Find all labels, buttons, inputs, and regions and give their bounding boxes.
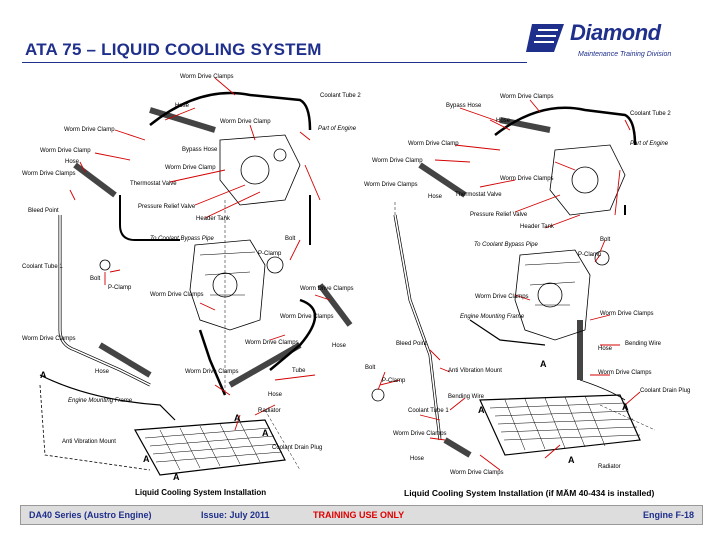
left-callout-labels: Worm Drive Clamps Hose Coolant Tube 2 Wo… [22, 74, 361, 451]
section-marker-a: A [478, 405, 485, 415]
callout-label: Worm Drive Clamp [64, 127, 115, 133]
right-callout-arrows [377, 99, 641, 471]
callout-label: Engine Mounting Frame [460, 314, 525, 320]
callout-label: Worm Drive Clamps [22, 336, 76, 342]
diamond-logo: Diamond Maintenance Training Division [522, 20, 702, 70]
callout-label: Worm Drive Clamps [245, 340, 299, 346]
callout-label: Coolant Tube 1 [408, 408, 449, 414]
right-figure-caption: Liquid Cooling System Installation (if M… [404, 488, 655, 498]
callout-label: Hose [410, 456, 425, 462]
callout-label: P-Clamp [258, 251, 282, 257]
callout-label: Coolant Tube 2 [630, 111, 671, 117]
callout-label: Pressure Relief Valve [138, 204, 196, 210]
footer-training-notice: TRAINING USE ONLY [313, 510, 405, 520]
callout-label: Bypass Hose [182, 147, 218, 153]
section-marker-a: A [234, 413, 241, 423]
callout-label: Hose [332, 343, 347, 349]
callout-label: Worm Drive Clamps [450, 470, 504, 476]
callout-label: Coolant Drain Plug [272, 445, 322, 451]
footer-bar: DA40 Series (Austro Engine) Issue: July … [20, 505, 703, 525]
callout-label: Thermostat Valve [455, 192, 502, 198]
section-marker-a: A [622, 402, 629, 412]
callout-label: P-Clamp [578, 252, 602, 258]
right-callout-labels: Worm Drive Clamps Bypass Hose Coolant Tu… [364, 94, 690, 476]
callout-label: Worm Drive Clamps [180, 74, 234, 80]
callout-label: Worm Drive Clamps [150, 292, 204, 298]
callout-label: Bleed Point [28, 208, 59, 214]
callout-label: P-Clamp [108, 285, 132, 291]
callout-label: Worm Drive Clamps [393, 431, 447, 437]
callout-label: Worm Drive Clamps [185, 369, 239, 375]
callout-label: Hose [428, 194, 443, 200]
callout-label: Pressure Relief Valve [470, 212, 528, 218]
callout-label: Hose [95, 369, 110, 375]
left-figure-drawing [39, 91, 353, 476]
callout-label: Worm Drive Clamps [500, 94, 554, 100]
callout-label: Bolt [285, 236, 296, 242]
callout-label: To Coolant Bypass Pipe [150, 236, 214, 242]
footer-issue: Issue: July 2011 [201, 510, 270, 520]
diamond-emblem-icon [526, 24, 564, 52]
callout-label: Coolant Drain Plug [640, 388, 690, 394]
callout-label: Header Tank [196, 216, 231, 222]
callout-label: Bending Wire [625, 341, 662, 347]
callout-label: Worm Drive Clamps [300, 286, 354, 292]
callout-label: Worm Drive Clamps [598, 370, 652, 376]
callout-label: To Coolant Bypass Pipe [474, 242, 538, 248]
callout-label: Coolant Tube 2 [320, 93, 361, 99]
callout-label: Coolant Tube 1 [22, 264, 63, 270]
callout-label: Bolt [365, 365, 376, 371]
callout-label: Hose [268, 392, 283, 398]
section-marker-a: A [173, 472, 180, 482]
left-figure-caption: Liquid Cooling System Installation [135, 488, 267, 497]
callout-label: Worm Drive Clamps [280, 314, 334, 320]
callout-label: Header Tank [520, 224, 555, 230]
section-marker-a: A [568, 455, 575, 465]
callout-label: Bolt [90, 276, 101, 282]
callout-label: Engine Mounting Frame [68, 398, 133, 404]
footer-series: DA40 Series (Austro Engine) [29, 510, 152, 520]
callout-label: Anti Vibration Mount [448, 368, 502, 374]
callout-label: Worm Drive Clamps [600, 311, 654, 317]
section-marker-a: A [40, 370, 47, 380]
callout-label: Part of Engine [630, 141, 669, 147]
page-title: ATA 75 – LIQUID COOLING SYSTEM [25, 40, 322, 59]
logo-wordmark: Diamond [570, 20, 661, 45]
section-marker-a: A [143, 454, 150, 464]
callout-label: Tube [292, 368, 306, 374]
callout-label: Worm Drive Clamps [475, 294, 529, 300]
callout-label: Radiator [598, 464, 621, 470]
callout-label: Worm Drive Clamp [372, 158, 423, 164]
section-marker-a: A [540, 359, 547, 369]
callout-label: Worm Drive Clamp [165, 165, 216, 171]
callout-label: Worm Drive Clamps [500, 176, 554, 182]
callout-label: Hose [175, 103, 190, 109]
callout-label: Worm Drive Clamps [22, 171, 76, 177]
callout-label: Radiator [258, 408, 281, 414]
callout-label: Bypass Hose [446, 103, 482, 109]
callout-label: Hose [496, 118, 511, 124]
title-underline [22, 62, 527, 63]
callout-label: P-Clamp [382, 378, 406, 384]
section-marker-a: A [262, 428, 269, 438]
callout-label: Bleed Point [396, 341, 427, 347]
callout-label: Worm Drive Clamp [40, 148, 91, 154]
callout-label: Bending Wire [448, 394, 485, 400]
callout-label: Worm Drive Clamps [364, 182, 418, 188]
callout-label: Bolt [600, 237, 611, 243]
callout-label: Hose [65, 159, 80, 165]
left-callout-arrows [69, 77, 331, 431]
callout-label: Thermostat Valve [130, 181, 177, 187]
callout-label: Hose [598, 346, 613, 352]
callout-label: Part of Engine [318, 126, 357, 132]
right-figure-drawing [371, 106, 656, 458]
callout-label: Worm Drive Clamp [408, 141, 459, 147]
footer-page-number: Engine F-18 [642, 510, 694, 520]
logo-subtitle: Maintenance Training Division [578, 51, 672, 58]
callout-label: Anti Vibration Mount [62, 439, 116, 445]
callout-label: Worm Drive Clamp [220, 119, 271, 125]
